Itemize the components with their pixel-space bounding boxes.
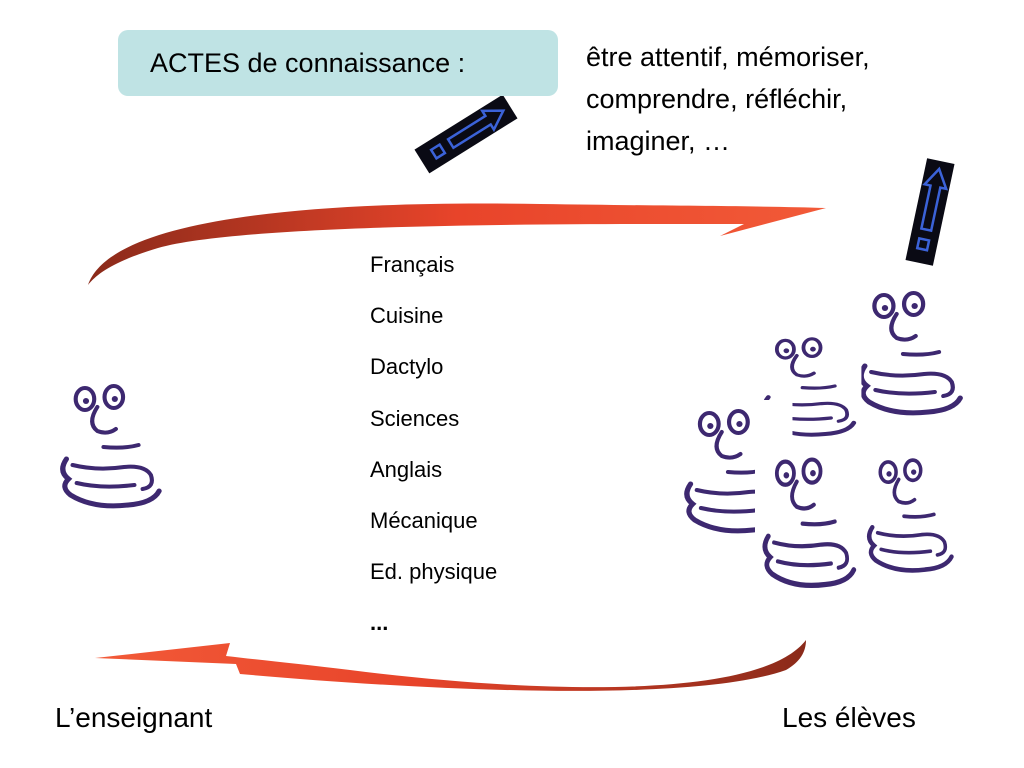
subject-item: Ed. physique [370, 559, 498, 585]
students-label: Les élèves [782, 702, 916, 733]
student-face-icon [755, 448, 861, 606]
subject-list: Français Cuisine Dactylo Sciences Anglai… [370, 244, 497, 654]
actes-title: ACTES de connaissance : [150, 48, 466, 78]
actes-description-line: imaginer, … [586, 126, 731, 156]
actes-description-line: comprendre, réfléchir, [586, 84, 848, 114]
subject-item: Cuisine [370, 303, 444, 329]
actes-description: être attentif, mémoriser, comprendre, ré… [586, 36, 1006, 162]
subject-item: Français [370, 252, 455, 277]
student-face-icon [860, 450, 959, 588]
top-curved-arrow [88, 203, 826, 285]
actes-title-box: ACTES de connaissance : [118, 30, 558, 96]
teacher-face-icon [52, 375, 167, 525]
student-face-icon [850, 282, 969, 432]
bottom-curved-arrow [95, 640, 806, 691]
subject-item: Anglais [370, 456, 443, 482]
subject-item: Dactylo [370, 354, 444, 380]
blue-arrow-icon [413, 93, 519, 175]
subject-item: Sciences [370, 405, 460, 431]
teacher-label: L’enseignant [55, 702, 213, 733]
subject-item: Mécanique [370, 507, 478, 533]
blue-arrow-icon [904, 156, 956, 268]
subject-item-more: ... [370, 610, 389, 636]
actes-description-line: être attentif, mémoriser, [586, 42, 870, 72]
